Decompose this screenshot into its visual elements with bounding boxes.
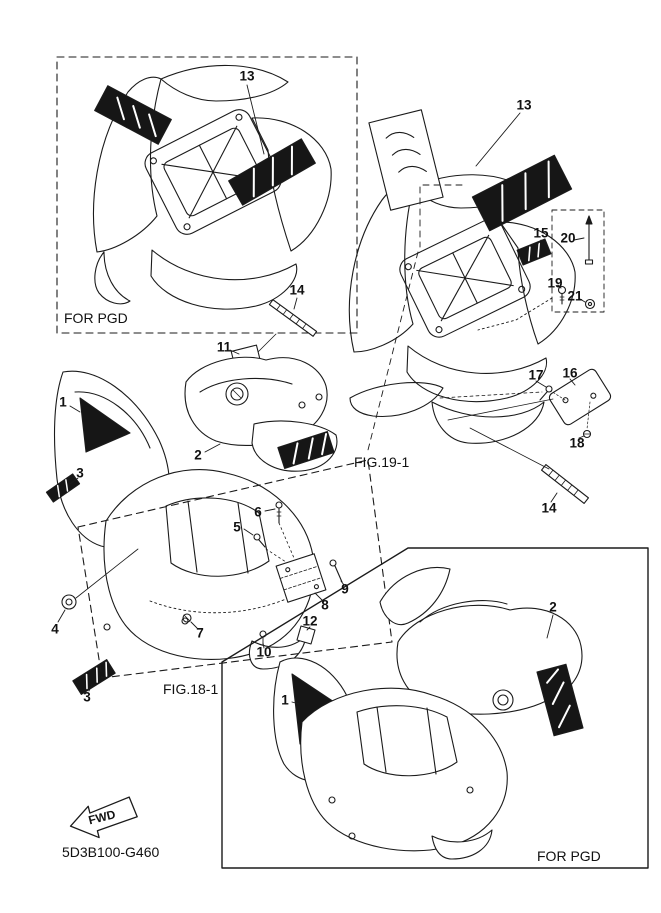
rear-fender-top-left [93, 64, 332, 310]
decal-3-upper [45, 473, 81, 503]
rod-14-right [469, 427, 589, 504]
decal-right-fin [536, 663, 584, 737]
label-for-pgd-bottom: FOR PGD [537, 848, 601, 864]
diagram-labels: FOR PGD FIG.19-1 FIG.18-1 5D3B100-G460 F… [62, 310, 601, 864]
decal-13-left [94, 85, 172, 145]
hardware-cluster-top-right [477, 209, 605, 331]
label-for-pgd-top: FOR PGD [64, 310, 128, 326]
fender-hardware [57, 501, 345, 649]
fwd-arrow-icon [69, 796, 138, 839]
decal-1-left [79, 397, 131, 453]
decal-13-dark [471, 154, 573, 232]
label-fig-18-1: FIG.18-1 [163, 681, 218, 697]
label-drawing-number: 5D3B100-G460 [62, 844, 160, 860]
art-root [45, 56, 649, 869]
rear-fender-top-right [348, 109, 576, 451]
tank-cover-middle [184, 344, 338, 472]
decal-middle-panel [277, 430, 335, 470]
plate-16-assembly [439, 368, 612, 439]
label-fig-19-1: FIG.19-1 [354, 454, 409, 470]
decal-3-lower [72, 659, 116, 695]
decal-15 [516, 238, 552, 266]
bottom-right-assembly [273, 567, 584, 860]
bottom-right-pgd-box-border [221, 547, 649, 869]
fig-18-1-dashed-box [77, 459, 393, 679]
front-fender-left [45, 370, 315, 695]
decal-sheet-13 [368, 109, 444, 211]
rod-14-top [257, 297, 318, 353]
fwd-label: FWD [87, 807, 117, 827]
top-left-pgd-box-border [56, 56, 358, 334]
decal-13-right [228, 138, 316, 206]
